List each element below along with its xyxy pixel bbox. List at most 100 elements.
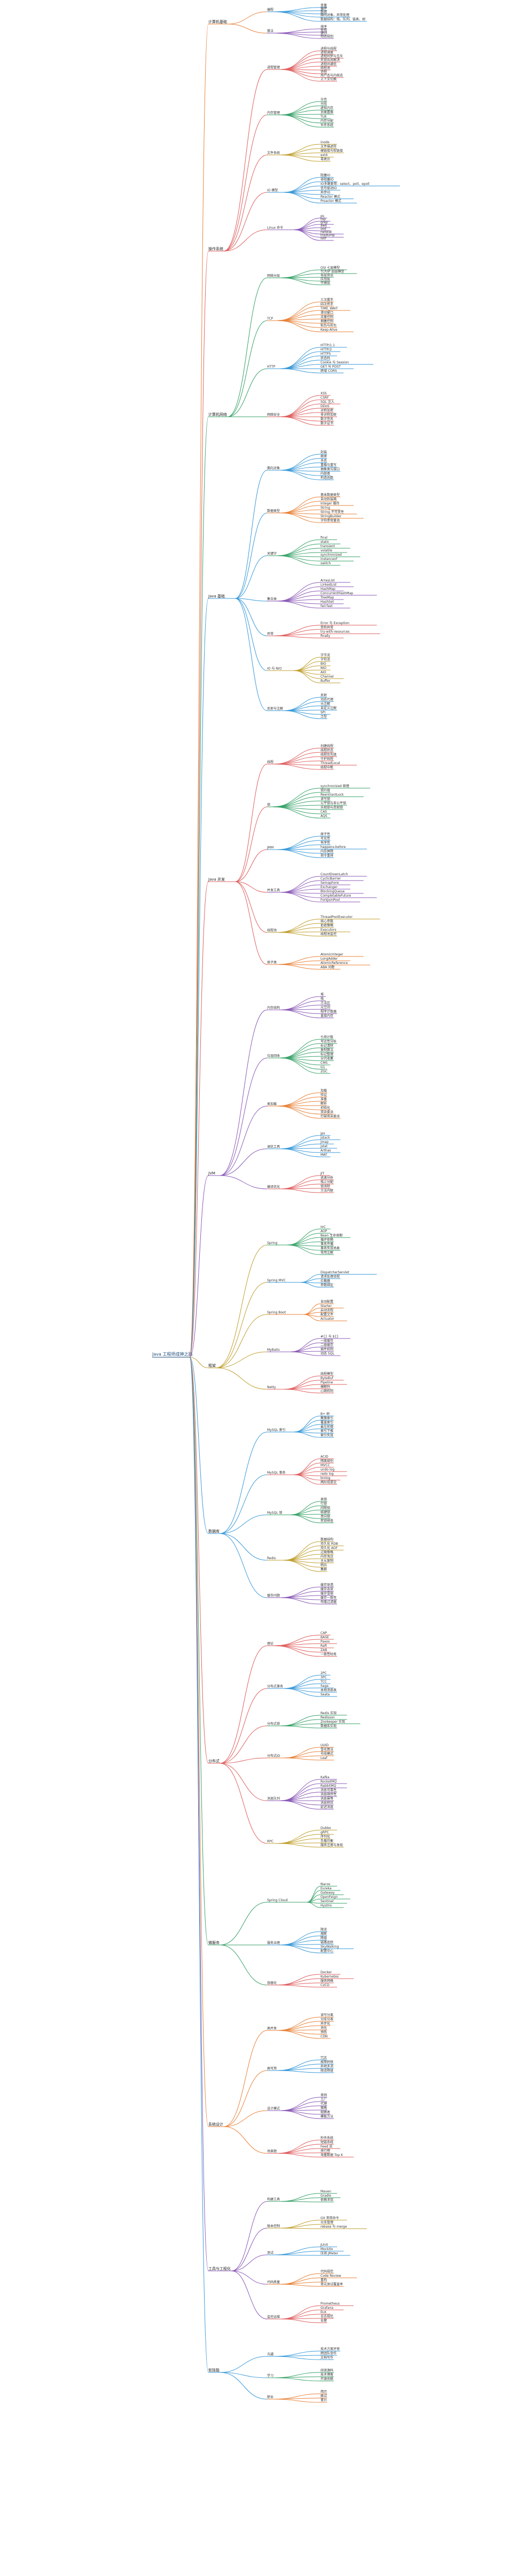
leaf-edge	[280, 1009, 321, 1018]
leaf-topic: 缓存穿透	[320, 1583, 333, 1587]
subtopic: 线程池	[267, 928, 277, 932]
leaf-edge	[290, 1514, 321, 1523]
leaf-topic: 插件机制	[320, 1347, 333, 1351]
leaf-topic: 常用注解	[320, 1250, 333, 1255]
leaf-edge	[280, 470, 321, 480]
leaf-topic: ConcurrentHashMap	[320, 592, 353, 595]
leaf-topic: 模板方法	[320, 2114, 333, 2119]
leaf-topic: 指令重排	[320, 853, 333, 858]
branch-topic: 系统设计	[208, 2122, 223, 2127]
leaf-topic: AQS	[320, 814, 327, 818]
branch-edge	[189, 1357, 209, 1534]
leaf-topic: Starter	[320, 1304, 332, 1308]
leaf-edge	[273, 2377, 321, 2382]
leaf-topic: 一致性哈希	[320, 1652, 337, 1656]
leaf-topic: ByteBuf	[320, 1376, 334, 1380]
leaf-topic: 应用层	[320, 277, 330, 281]
leaf-edge	[273, 2376, 321, 2378]
leaf-edge	[273, 2398, 321, 2400]
subtopic: MySQL 锁	[267, 1511, 283, 1515]
leaf-topic: inode	[320, 141, 330, 144]
leaf-topic: 重载与重写	[320, 463, 337, 467]
leaf-topic: TCP/IP 四层模型	[320, 269, 344, 274]
subtopic-edge	[235, 470, 268, 599]
leaf-topic: 进程与线程	[320, 46, 337, 51]
leaf-topic: 秒杀系统	[320, 2136, 333, 2140]
leaf-topic: CyclicBarrier	[320, 877, 341, 881]
leaf-edge	[280, 2228, 321, 2229]
leaf-topic: 上下文切换	[320, 77, 337, 81]
leaf-topic: Seata	[320, 1693, 330, 1696]
leaf-edge	[277, 1106, 321, 1119]
leaf-topic: IoC	[320, 1225, 326, 1229]
leaf-topic: 压测 JMeter	[320, 2251, 339, 2255]
leaf-edge	[277, 555, 321, 566]
leaf-topic: volatile	[320, 549, 332, 552]
leaf-edge	[277, 919, 321, 933]
leaf-topic: Git 常用命令	[320, 2216, 339, 2220]
leaf-topic: Dubbo	[320, 1826, 331, 1830]
subtopic: Spring Boot	[267, 1311, 286, 1314]
leaf-topic: 序列化	[320, 1834, 330, 1839]
leaf-edge	[280, 1779, 321, 1801]
subtopic-edge	[220, 2356, 268, 2373]
leaf-topic: 公平锁与非公平锁	[320, 801, 346, 805]
leaf-topic: HashMap	[320, 587, 335, 591]
leaf-topic: XSS	[320, 392, 327, 395]
leaf-edge	[280, 2224, 321, 2229]
leaf-topic: 自动配置	[320, 1299, 333, 1304]
leaf-topic: 观察者	[320, 2110, 330, 2114]
leaf-topic: static	[320, 540, 329, 544]
branch-edge	[189, 881, 209, 1358]
subtopic: Spring MVC	[267, 1279, 286, 1282]
leaf-topic: 拥塞控制	[320, 319, 333, 323]
leaf-topic: 跨团队协作	[320, 2351, 337, 2355]
subtopic: 网络分层	[267, 274, 280, 278]
leaf-edge	[280, 454, 321, 471]
leaf-edge	[277, 1843, 321, 1848]
leaf-topic: 虚拟内存	[320, 106, 333, 110]
leaf-topic: 死锁排查	[320, 1519, 333, 1523]
subtopic-edge	[223, 229, 268, 252]
leaf-edge	[277, 2059, 321, 2071]
leaf-topic: awk	[320, 224, 327, 228]
leaf-topic: Nacos	[320, 1882, 330, 1886]
leaf-edge	[280, 2318, 321, 2323]
leaf-topic: 信号驱动IO	[320, 186, 337, 190]
leaf-topic: 数据结构：栈、队列、链表、树	[320, 17, 365, 21]
subtopic: 分布式锁	[267, 1722, 280, 1726]
subtopic: 监控运维	[267, 2315, 280, 2319]
leaf-topic: 封装	[320, 450, 327, 454]
leaf-topic: 创建线程	[320, 744, 333, 748]
subtopic: 高可用	[267, 2066, 277, 2071]
leaf-edge	[303, 1314, 321, 1321]
leaf-topic: Prometheus	[320, 2302, 340, 2306]
subtopic-edge	[216, 1367, 268, 1390]
leaf-topic: 滑动窗口	[320, 310, 333, 315]
subtopic: 服务治理	[267, 1941, 280, 1945]
leaf-topic: 内存屏障	[320, 849, 333, 853]
leaf-edge	[293, 1458, 321, 1475]
subtopic-edge	[220, 1763, 268, 1844]
leaf-topic: CMS	[320, 1061, 327, 1065]
leaf-edge	[280, 1043, 321, 1059]
leaf-topic: TCC	[320, 1680, 327, 1684]
leaf-topic: 用户态与内核态	[320, 73, 343, 77]
subtopic: 缓存问题	[267, 1593, 280, 1598]
leaf-topic: 单例	[320, 2093, 327, 2097]
leaf-edge	[283, 1755, 321, 1758]
leaf-edge	[300, 1274, 321, 1283]
leaf-topic: 泛型	[320, 714, 327, 719]
leaf-edge	[277, 2068, 321, 2071]
subtopic-edge	[235, 598, 268, 636]
leaf-topic: 分页	[320, 97, 327, 102]
leaf-topic: Buffer	[320, 679, 331, 683]
leaf-topic: 3PC	[320, 1676, 327, 1679]
subtopic: 文件系统	[267, 151, 280, 155]
leaf-topic: Sentinel	[320, 1900, 334, 1903]
leaf-topic: 消息幂等	[320, 1796, 333, 1801]
leaf-topic: finally	[320, 634, 331, 638]
leaf-topic: Gateway	[320, 1891, 335, 1895]
leaf-edge	[293, 217, 321, 230]
